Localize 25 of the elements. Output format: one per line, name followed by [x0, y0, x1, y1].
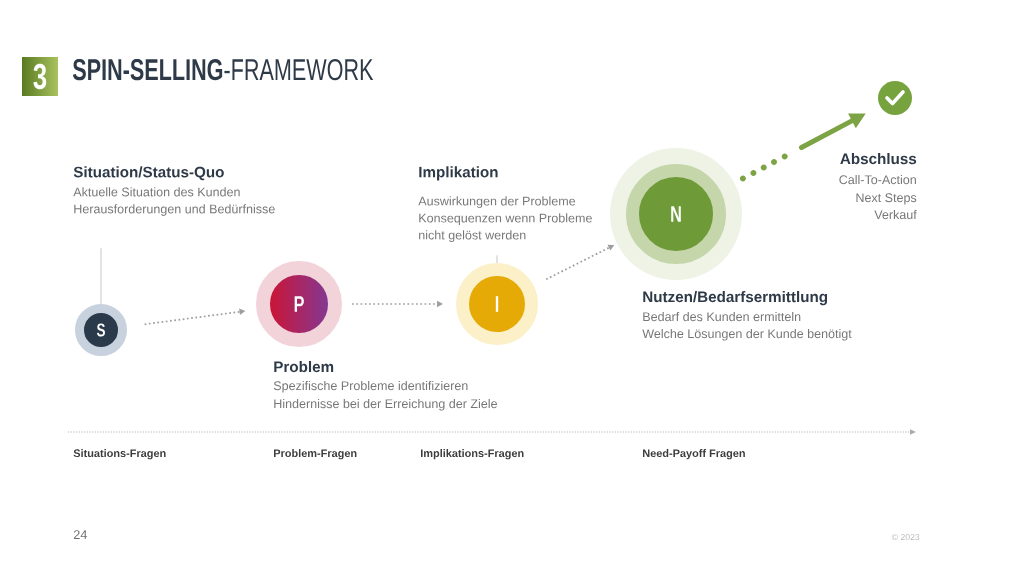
step-text: Auswirkungen der Probleme — [418, 196, 576, 208]
step-text: Bedarf des Kunden ermitteln — [643, 311, 801, 322]
step-text: Aktuelle Situation des Kunden — [73, 187, 240, 197]
step-text: Verkauf — [874, 209, 917, 220]
step-text: Hindernisse bei der Erreichung der Ziele — [274, 398, 497, 411]
question-label: Situations-Fragen — [73, 449, 166, 460]
step-heading: Situation/Status-Quo — [73, 166, 224, 181]
copyright-note: © 2023 — [891, 533, 920, 541]
step-heading: Abschluss — [840, 153, 917, 165]
step-text: Welche Lösungen der Kunde benötigt — [642, 328, 852, 341]
step-text: Call-To-Action — [839, 174, 916, 185]
step-text: Next Steps — [856, 193, 917, 205]
question-label: Implikations-Fragen — [421, 449, 524, 460]
title: SPIN-SELLING-FRAMEWORK — [72, 59, 374, 81]
step-text: Herausforderungen und Bedürfnisse — [74, 204, 275, 216]
step-heading: Problem — [274, 361, 334, 373]
step-heading: Nutzen/Bedarfsermittlung — [643, 291, 828, 306]
number-badge: 3 — [22, 57, 58, 96]
question-label: Need-Payoff Fragen — [643, 449, 745, 460]
question-label: Problem-Fragen — [274, 449, 357, 460]
step-heading: Implikation — [419, 166, 498, 181]
step-text: Spezifische Probleme identifizieren — [273, 380, 468, 393]
step-text: Konsequenzen wenn Probleme nicht gelöst werden — [419, 213, 592, 242]
page-number: 24 — [73, 530, 87, 539]
step-circle — [878, 81, 912, 115]
